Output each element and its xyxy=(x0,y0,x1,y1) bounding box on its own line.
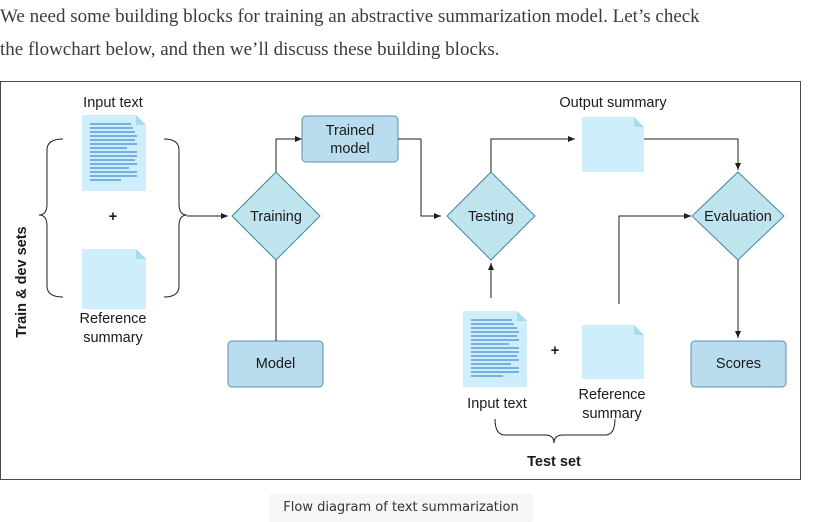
model-label: Model xyxy=(256,356,296,372)
scores-box: Scores xyxy=(690,340,787,388)
right-brace xyxy=(163,138,188,298)
figure-caption: Flow diagram of text summarization xyxy=(269,494,533,522)
model-box: Model xyxy=(227,340,324,388)
output-summary-label: Output summary xyxy=(559,95,667,111)
train-reference-label-line-1: Reference xyxy=(80,311,147,327)
intro-line-1: We need some building blocks for trainin… xyxy=(0,6,700,27)
test-reference-label-line-1: Reference xyxy=(579,387,646,403)
arrow-to-output-summary xyxy=(490,136,575,172)
trained-model-label-line-1: Trained xyxy=(326,123,375,139)
testing-step: Testing xyxy=(446,171,536,261)
train-reference-document-icon xyxy=(82,249,146,309)
arrow-to-testing xyxy=(420,139,441,219)
summarization-flowchart: Train & dev sets Input text xyxy=(0,81,801,480)
scores-label: Scores xyxy=(716,356,761,372)
trained-model-box: Trained model xyxy=(301,115,399,163)
intro-paragraph: We need some building blocks for trainin… xyxy=(0,0,820,66)
test-input-text-label: Input text xyxy=(467,396,527,412)
training-label: Training xyxy=(250,209,302,225)
test-plus-sign: + xyxy=(551,343,559,359)
train-dev-sets-label: Train & dev sets xyxy=(14,226,30,337)
test-reference-document-icon xyxy=(582,325,644,379)
evaluation-step: Evaluation xyxy=(691,171,785,261)
flowchart-svg: Train & dev sets Input text xyxy=(14,95,787,470)
train-input-document-icon xyxy=(82,115,146,191)
train-plus-sign: + xyxy=(109,209,117,225)
train-input-text-label: Input text xyxy=(83,95,143,111)
output-summary-document-icon xyxy=(582,117,644,172)
test-reference-label-line-2: summary xyxy=(582,406,642,422)
testing-label: Testing xyxy=(468,209,514,225)
arrow-to-trained-model xyxy=(275,136,302,172)
training-step: Training xyxy=(231,171,321,261)
arrow-reference-to-evaluation xyxy=(618,213,691,304)
left-brace xyxy=(38,138,64,298)
intro-line-2: the flowchart below, and then we’ll disc… xyxy=(0,39,500,60)
evaluation-label: Evaluation xyxy=(704,209,772,225)
trained-model-label-line-2: model xyxy=(330,141,370,157)
train-reference-label-line-2: summary xyxy=(83,330,143,346)
arrow-to-evaluation-top xyxy=(644,138,741,170)
test-set-brace xyxy=(494,418,616,444)
test-set-label: Test set xyxy=(527,454,581,470)
test-input-document-icon xyxy=(463,311,527,387)
